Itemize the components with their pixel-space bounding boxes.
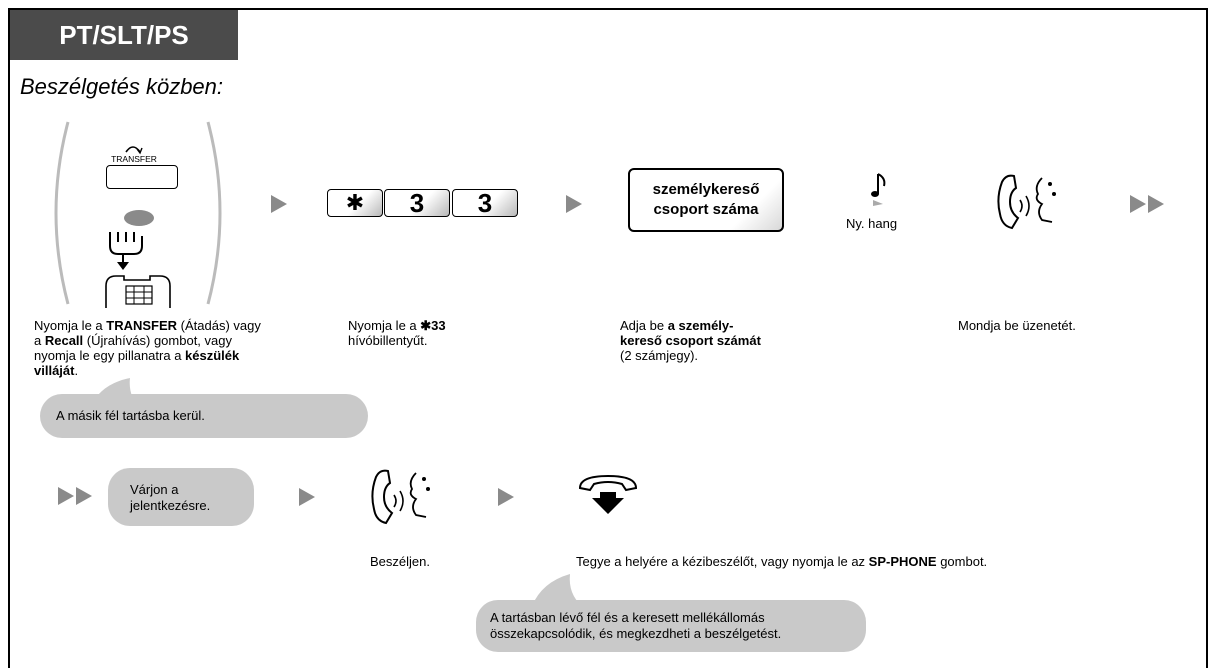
step-arrow-1: [271, 195, 287, 213]
handset-talk-icon-2: [371, 469, 430, 525]
connect-bubble-tail: [532, 574, 582, 606]
hang-up-icon: [578, 474, 638, 514]
hookswitch-icon[interactable]: [104, 228, 176, 310]
connect-bubble: A tartásban lévő fél és a keresett mellé…: [476, 600, 866, 652]
step-arrow-3: [299, 488, 315, 506]
transfer-button-icon[interactable]: [106, 165, 178, 189]
group-number-line1: személykereső: [652, 181, 760, 198]
page-subtitle: Beszélgetés közben:: [20, 74, 224, 99]
star-key[interactable]: ✱: [327, 189, 383, 217]
step3-description: Adja be a személy- kereső csoport számát…: [620, 318, 761, 363]
step5-description: Beszéljen.: [370, 554, 430, 569]
continue-arrow-row2: [58, 487, 92, 505]
digit-3-key-1[interactable]: 3: [384, 188, 450, 218]
header-tab: PT/SLT/PS: [10, 10, 238, 60]
step-arrow-2: [566, 195, 582, 213]
handset-talk-icon: [997, 174, 1056, 230]
right-paren: [206, 121, 222, 305]
tone-label: Ny. hang: [846, 216, 898, 231]
step6-description: Tegye a helyére a kézibeszélőt, vagy nyo…: [576, 554, 988, 569]
digit-3-key-2[interactable]: 3: [452, 188, 518, 218]
continue-arrow: [1130, 195, 1164, 213]
step2-description: Nyomja le a ✱33 hívóbillentyűt.: [348, 318, 446, 348]
step1-description: Nyomja le a TRANSFER (Átadás) vagy a Rec…: [34, 318, 261, 378]
paging-group-number-key[interactable]: személykereső csoport száma: [628, 168, 784, 232]
transfer-arrow-icon: [125, 146, 143, 155]
transfer-button-label: TRANSFER: [111, 154, 157, 164]
group-number-line2: csoport száma: [653, 201, 759, 218]
step-arrow-4: [498, 488, 514, 506]
step4-description: Mondja be üzenetét.: [958, 318, 1076, 333]
recall-button-icon[interactable]: [124, 210, 154, 226]
left-paren: [54, 121, 70, 305]
page-frame: [8, 8, 1208, 668]
tone-icon: [871, 173, 886, 206]
hold-bubble: A másik fél tartásba kerül.: [40, 394, 368, 438]
wait-bubble: Várjon a jelentkezésre.: [108, 468, 254, 526]
transfer-options-group: [54, 121, 222, 305]
